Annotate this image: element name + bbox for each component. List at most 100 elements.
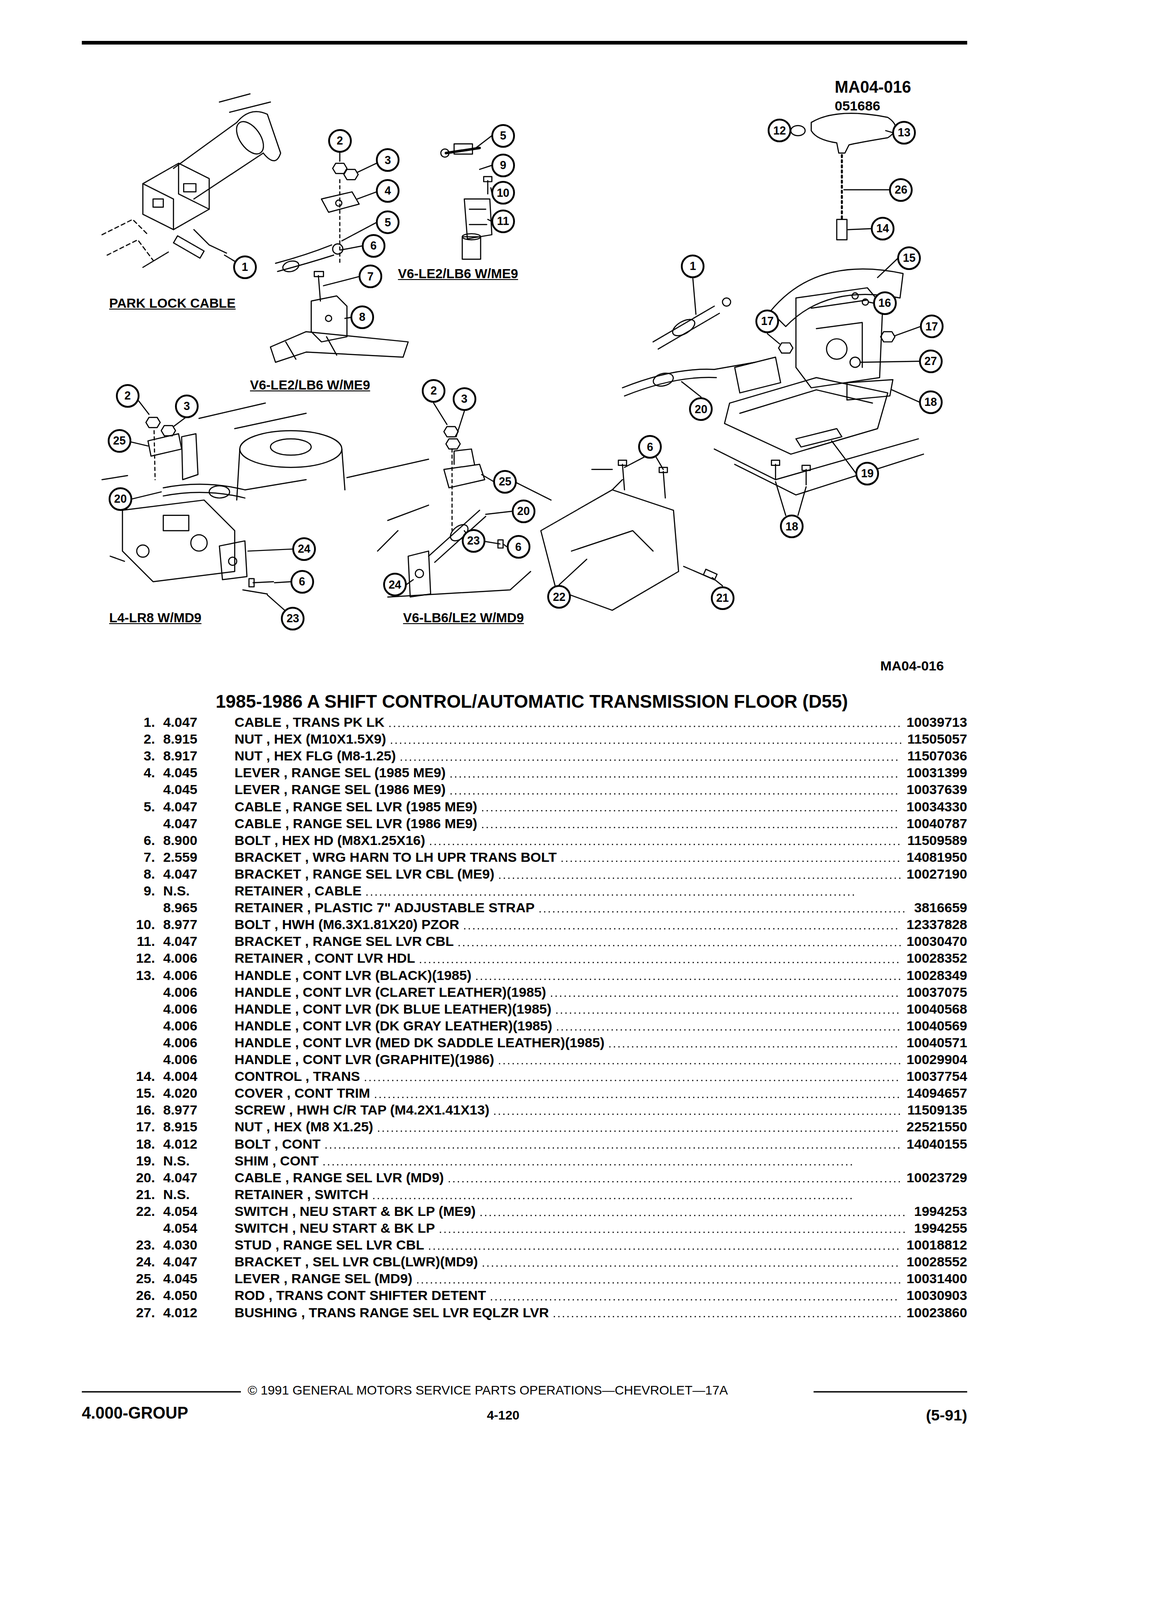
leader-dots bbox=[494, 1113, 902, 1115]
group-code: 8.965 bbox=[163, 899, 198, 916]
callout-number: 3 bbox=[384, 154, 391, 167]
callout-number: 6 bbox=[646, 440, 654, 454]
leader-dots bbox=[373, 1197, 855, 1199]
part-number: 10040787 bbox=[906, 815, 968, 832]
part-description: LEVER , RANGE SEL (1986 ME9) bbox=[234, 781, 446, 798]
part-number: 10040569 bbox=[906, 1018, 968, 1035]
row-number: 6. bbox=[143, 832, 155, 849]
group-code: 4.045 bbox=[163, 764, 198, 781]
callout-number: 4 bbox=[384, 184, 391, 198]
callout-number: 18 bbox=[924, 395, 938, 409]
shift-control bbox=[862, 299, 869, 305]
callout-circle: 26 bbox=[889, 178, 913, 202]
shift-control bbox=[739, 389, 873, 414]
footer-group: 4.000-GROUP bbox=[81, 1403, 189, 1423]
callout-number: 10 bbox=[496, 186, 510, 200]
part-description: COVER , CONT TRIM bbox=[234, 1085, 370, 1102]
steering-column bbox=[142, 252, 169, 268]
callout-circle: 6 bbox=[506, 534, 531, 559]
console-cable-assembly bbox=[181, 433, 199, 480]
callout-circle: 12 bbox=[767, 118, 792, 143]
leader-dots bbox=[429, 1248, 900, 1250]
callout-circle: 2 bbox=[421, 379, 446, 403]
callout-number: 26 bbox=[894, 183, 908, 197]
shift-control bbox=[880, 331, 895, 342]
part-description: ROD , TRANS CONT SHIFTER DETENT bbox=[234, 1287, 486, 1304]
callout-circle: 13 bbox=[892, 120, 916, 145]
console-cable-assembly bbox=[239, 430, 343, 468]
callout-number: 16 bbox=[878, 296, 892, 310]
callout-number: 17 bbox=[760, 314, 774, 328]
figure-number: MA04-016 bbox=[880, 658, 945, 675]
callout-circle: 7 bbox=[358, 264, 383, 289]
group-code: 8.915 bbox=[163, 731, 198, 748]
console-cable-assembly bbox=[253, 581, 274, 583]
part-description: SCREW , HWH C/R TAP (M4.2X1.41X13) bbox=[234, 1102, 490, 1119]
row-number: 18. bbox=[135, 1136, 155, 1153]
leader-dots bbox=[483, 1265, 901, 1267]
callout-number: 23 bbox=[467, 534, 480, 548]
transmission-lever-assembly bbox=[444, 426, 459, 437]
shift-control bbox=[811, 299, 868, 368]
steering-column bbox=[142, 163, 210, 230]
cable-bracket-assembly bbox=[462, 233, 481, 240]
callout-number: 7 bbox=[367, 270, 374, 284]
leader-dots bbox=[459, 944, 900, 947]
part-number: 10040568 bbox=[906, 1001, 968, 1018]
part-description: SWITCH , NEU START & BK LP bbox=[234, 1220, 435, 1237]
group-code: 4.006 bbox=[163, 1018, 198, 1035]
callout-number: 17 bbox=[925, 320, 939, 334]
callout-circle: 17 bbox=[755, 309, 780, 334]
group-code: 4.054 bbox=[163, 1203, 198, 1220]
console-cable-assembly bbox=[163, 515, 189, 531]
callout-number: 21 bbox=[716, 591, 730, 605]
range-lever-assembly bbox=[281, 259, 301, 274]
leader-dots bbox=[451, 793, 901, 795]
leader-dots bbox=[499, 877, 901, 879]
console-cable-assembly bbox=[219, 540, 248, 580]
leader-dots bbox=[554, 1315, 901, 1318]
leader-dots bbox=[499, 1063, 900, 1065]
console-cable-assembly bbox=[122, 499, 235, 582]
top-rule bbox=[81, 40, 968, 45]
callout-circle: 21 bbox=[710, 586, 735, 610]
part-description: HANDLE , CONT LVR (DK GRAY LEATHER)(1985… bbox=[234, 1018, 553, 1035]
callout-number: 14 bbox=[876, 222, 890, 235]
console-cable-assembly bbox=[154, 430, 155, 480]
part-description: CABLE , RANGE SEL LVR (MD9) bbox=[234, 1169, 445, 1186]
part-number: 10023860 bbox=[906, 1304, 968, 1321]
leader-dots bbox=[417, 1282, 900, 1284]
console-cable-assembly bbox=[102, 403, 429, 480]
console-cable-assembly bbox=[228, 557, 237, 566]
part-description: SWITCH , NEU START & BK LP (ME9) bbox=[234, 1203, 476, 1220]
shift-control bbox=[795, 428, 842, 447]
leader-dots bbox=[482, 826, 901, 829]
steering-column bbox=[219, 94, 271, 113]
view-label: V6-LE2/LB6 W/ME9 bbox=[398, 266, 519, 282]
part-description: RETAINER , CONT LVR HDL bbox=[234, 950, 415, 967]
footer-rule bbox=[813, 1391, 968, 1393]
part-description: CONTROL , TRANS bbox=[234, 1068, 360, 1085]
page-number: 4-120 bbox=[486, 1408, 520, 1423]
date-code: 051686 bbox=[834, 98, 881, 115]
shift-control bbox=[811, 113, 896, 154]
steering-column bbox=[230, 116, 269, 159]
part-description: STUD , RANGE SEL LVR CBL bbox=[234, 1237, 425, 1254]
transmission-lever-assembly bbox=[444, 464, 485, 489]
callout-number: 9 bbox=[499, 159, 507, 172]
view-label: V6-LE2/LB6 W/ME9 bbox=[249, 377, 370, 393]
part-number: 14094657 bbox=[906, 1085, 968, 1102]
callout-number: 15 bbox=[902, 251, 916, 265]
row-number: 1. bbox=[143, 714, 155, 731]
part-description: BOLT , HEX HD (M8X1.25X16) bbox=[234, 832, 426, 849]
range-lever-assembly bbox=[314, 271, 324, 277]
group-code: 4.047 bbox=[163, 714, 198, 731]
steering-column bbox=[142, 163, 210, 230]
part-number: 10023729 bbox=[906, 1169, 968, 1186]
figure-number: MA04-016 bbox=[834, 77, 912, 97]
callout-circle: 20 bbox=[689, 397, 713, 421]
leader-dots bbox=[440, 1231, 908, 1234]
steering-column bbox=[102, 94, 281, 268]
callout-number: 2 bbox=[430, 384, 437, 398]
transmission-lever-assembly bbox=[377, 504, 531, 597]
